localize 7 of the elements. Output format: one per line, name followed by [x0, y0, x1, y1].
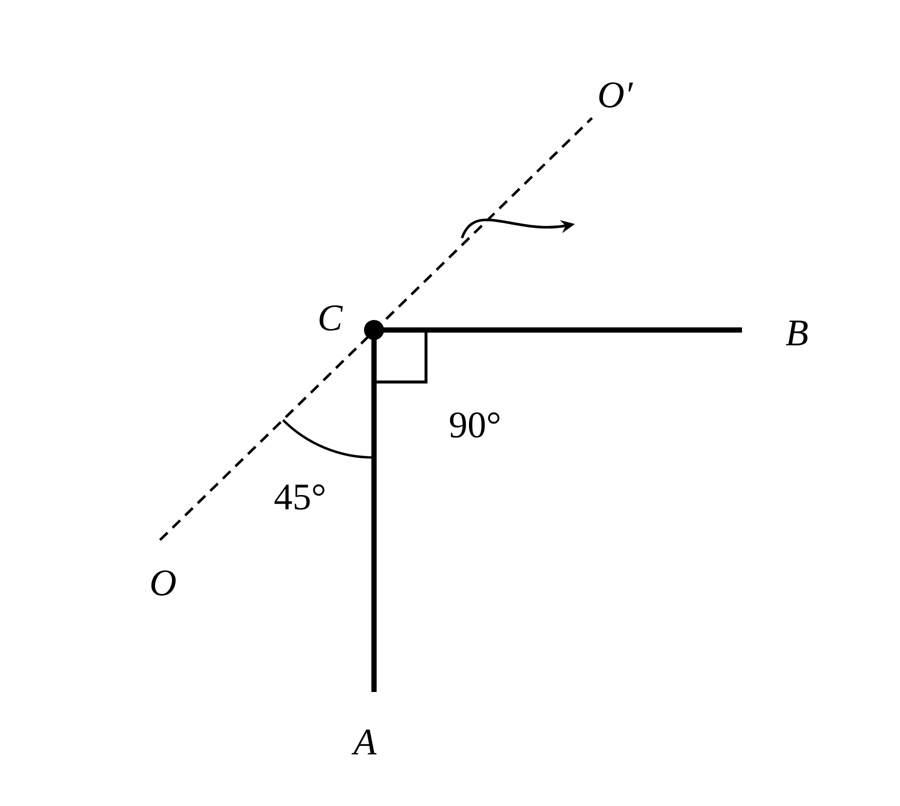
point-label: A — [352, 730, 377, 754]
point-label: B — [786, 320, 808, 346]
point-label: C — [320, 305, 343, 331]
point-label: 90° — [450, 412, 500, 438]
point-label: 45° — [274, 484, 324, 510]
point-label: O — [151, 570, 176, 596]
point-label: O′ — [599, 82, 634, 108]
